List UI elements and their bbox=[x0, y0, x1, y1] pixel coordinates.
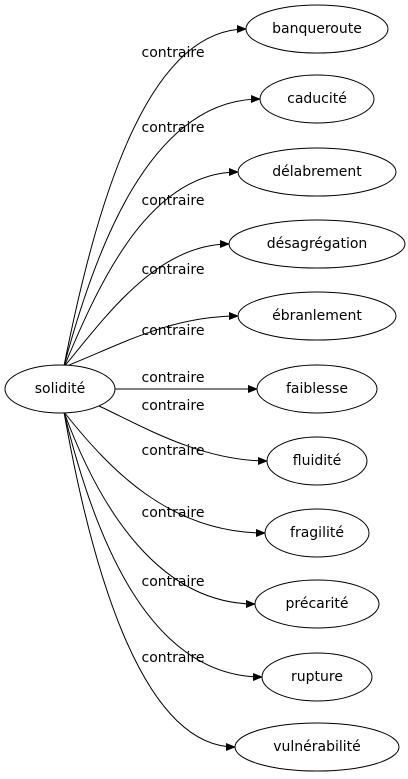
source-node-label: solidité bbox=[35, 381, 86, 397]
target-node: banqueroute bbox=[245, 4, 389, 54]
edge-arrow bbox=[63, 411, 266, 537]
edge-arrow bbox=[63, 411, 256, 608]
target-node-ellipse bbox=[256, 364, 378, 414]
edge-label: contraire bbox=[142, 262, 205, 278]
target-node: rupture bbox=[261, 652, 373, 702]
edge-label: contraire bbox=[142, 574, 205, 590]
target-node-label: précarité bbox=[286, 596, 349, 612]
target-node-ellipse bbox=[261, 652, 373, 702]
target-node: fluidité bbox=[266, 436, 368, 486]
edge-arrow bbox=[63, 312, 239, 368]
target-node: vulnérabilité bbox=[234, 722, 400, 772]
target-node-label: vulnérabilité bbox=[273, 739, 361, 755]
edge-labels: contraire contraire contraire contraire cont… bbox=[142, 45, 205, 666]
edge-arrow bbox=[98, 405, 268, 465]
target-node-label: rupture bbox=[291, 669, 343, 685]
target-node: fragilité bbox=[264, 508, 370, 558]
target-node: délabrement bbox=[237, 147, 397, 197]
edge-arrow bbox=[63, 95, 261, 367]
target-node-ellipse bbox=[266, 436, 368, 486]
target-node: ébranlement bbox=[237, 291, 397, 341]
target-node-ellipse bbox=[234, 722, 400, 772]
target-node-label: banqueroute bbox=[272, 21, 362, 37]
edge-label: contraire bbox=[142, 120, 205, 136]
edge-label: contraire bbox=[142, 370, 205, 386]
edge-label: contraire bbox=[142, 650, 205, 666]
target-node-ellipse bbox=[254, 579, 380, 629]
target-node-ellipse bbox=[259, 74, 375, 124]
target-node-label: caducité bbox=[287, 91, 347, 107]
edge-arrow bbox=[63, 411, 263, 681]
edge-label: contraire bbox=[142, 505, 205, 521]
target-node: désagrégation bbox=[228, 219, 406, 269]
target-node: caducité bbox=[259, 74, 375, 124]
target-node: précarité bbox=[254, 579, 380, 629]
edge-label: contraire bbox=[142, 193, 205, 209]
target-node-label: ébranlement bbox=[272, 308, 362, 324]
target-nodes: banqueroute caducité délabrement désagrégat… bbox=[228, 4, 406, 772]
target-node-ellipse bbox=[237, 147, 397, 197]
edges bbox=[63, 25, 268, 751]
target-node-ellipse bbox=[237, 291, 397, 341]
target-node-label: fluidité bbox=[293, 453, 341, 469]
target-node-ellipse bbox=[228, 219, 406, 269]
target-node-label: désagrégation bbox=[267, 236, 368, 252]
target-node-label: délabrement bbox=[272, 164, 362, 180]
edge-arrow bbox=[63, 411, 236, 751]
target-node: faiblesse bbox=[256, 364, 378, 414]
target-node-label: faiblesse bbox=[286, 381, 348, 397]
source-node: solidité bbox=[4, 364, 116, 414]
edge-arrow bbox=[63, 25, 247, 367]
edge-label: contraire bbox=[142, 443, 205, 459]
edge-label: contraire bbox=[142, 323, 205, 339]
target-node-ellipse bbox=[264, 508, 370, 558]
edge-label: contraire bbox=[142, 398, 205, 414]
target-node-ellipse bbox=[245, 4, 389, 54]
source-node-ellipse bbox=[4, 364, 116, 414]
edge-arrow bbox=[63, 168, 239, 368]
edge-arrow bbox=[63, 240, 230, 368]
edge-label: contraire bbox=[142, 45, 205, 61]
target-node-label: fragilité bbox=[290, 525, 344, 541]
